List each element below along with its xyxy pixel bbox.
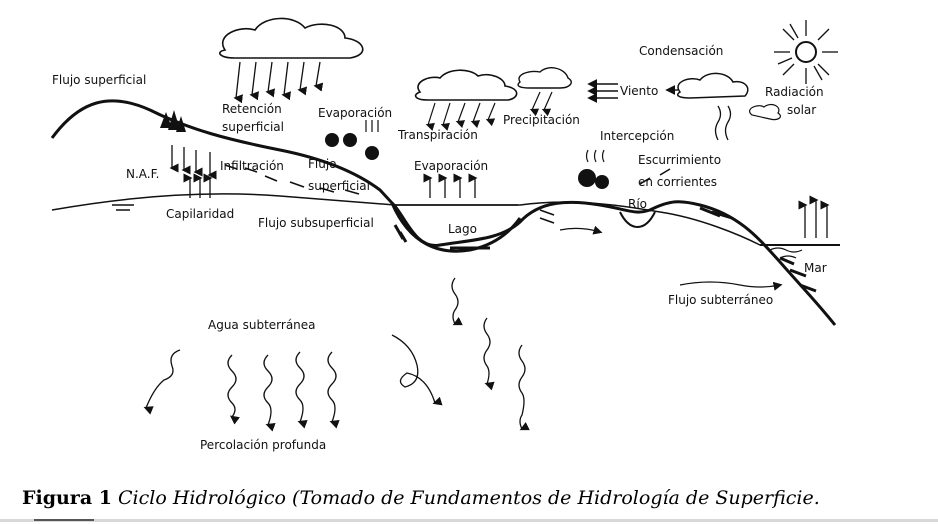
cloud-radiation bbox=[749, 103, 781, 121]
caption-prefix: Figura 1 bbox=[22, 487, 112, 509]
rain-arrow bbox=[425, 102, 436, 131]
rain-arrow bbox=[455, 102, 466, 129]
tree-icon bbox=[160, 110, 609, 189]
label-solar: solar bbox=[787, 103, 816, 117]
sun-icon bbox=[774, 20, 838, 84]
label-flujo-superficial-top: Flujo superficial bbox=[52, 73, 146, 87]
cloud-condensation bbox=[677, 72, 749, 99]
rain-arrow bbox=[313, 61, 324, 92]
label-flujo-subterraneo: Flujo subterráneo bbox=[668, 293, 773, 307]
label-capilaridad: Capilaridad bbox=[166, 207, 234, 221]
label-percolacion-profunda: Percolación profunda bbox=[200, 438, 326, 452]
rain-arrow bbox=[485, 102, 496, 127]
percolation-arrow bbox=[483, 317, 495, 391]
label-superficial-2: superficial bbox=[308, 179, 370, 193]
label-evaporacion-lake: Evaporación bbox=[414, 159, 488, 173]
percolation-arrow bbox=[518, 344, 530, 431]
page-mark bbox=[34, 519, 94, 521]
percolation-arrow bbox=[391, 334, 443, 406]
terrain-shading bbox=[112, 164, 817, 293]
subsurface-flow-arrow bbox=[559, 225, 603, 235]
label-viento: Viento bbox=[620, 84, 658, 98]
rain-arrow bbox=[440, 102, 451, 131]
lake-basin bbox=[390, 202, 522, 253]
label-superficial: superficial bbox=[222, 120, 284, 134]
percolation-arrow bbox=[327, 351, 340, 429]
caption-text: Ciclo Hidrológico (Tomado de Fundamentos… bbox=[118, 487, 820, 509]
cloud-top-left bbox=[219, 17, 364, 59]
cloud-small bbox=[517, 67, 572, 89]
label-escurrimiento: Escurrimiento bbox=[638, 153, 721, 167]
rain-arrow bbox=[541, 91, 553, 117]
rain-arrow bbox=[281, 61, 292, 101]
label-intercepcion: Intercepción bbox=[600, 129, 674, 143]
label-transpiracion: Transpiración bbox=[397, 128, 478, 142]
subterranean-flow-arrow bbox=[679, 281, 783, 291]
ground-surface-line bbox=[50, 99, 837, 326]
rain-arrow bbox=[529, 91, 541, 117]
percolation-arrow bbox=[295, 351, 308, 429]
rain-arrow bbox=[297, 61, 308, 96]
river-channel bbox=[619, 211, 656, 228]
rain-arrow bbox=[249, 61, 260, 101]
label-condensacion: Condensación bbox=[639, 44, 723, 58]
percolation-arrow bbox=[451, 277, 463, 326]
cloud-center bbox=[414, 69, 518, 101]
rain-arrow bbox=[470, 102, 481, 129]
figure-caption: Figura 1 Ciclo Hidrológico (Tomado de Fu… bbox=[22, 487, 820, 509]
label-flujo: Flujo bbox=[308, 157, 337, 171]
label-lago: Lago bbox=[448, 222, 477, 236]
label-agua-subterranea: Agua subterránea bbox=[208, 318, 316, 332]
transpiration-arrows bbox=[365, 120, 605, 163]
water-table-line bbox=[51, 193, 840, 246]
label-evaporacion-top: Evaporación bbox=[318, 106, 392, 120]
percolation-arrow bbox=[227, 354, 240, 425]
rising-vapor-arrow bbox=[714, 105, 722, 141]
label-naf: N.A.F. bbox=[126, 167, 159, 181]
label-mar: Mar bbox=[804, 261, 827, 275]
percolation-arrow bbox=[143, 349, 181, 415]
label-infiltracion: Infiltración bbox=[220, 159, 284, 173]
page-divider bbox=[0, 519, 938, 522]
rising-vapor-arrow bbox=[724, 105, 732, 141]
label-radiacion: Radiación bbox=[765, 85, 824, 99]
rain-arrow bbox=[233, 61, 243, 104]
label-precipitacion: Precipitación bbox=[503, 113, 580, 127]
label-flujo-subsuperficial: Flujo subsuperficial bbox=[258, 216, 374, 230]
percolation-arrow bbox=[263, 354, 276, 432]
rain-arrow bbox=[265, 61, 276, 98]
label-en-corrientes: en corrientes bbox=[638, 175, 717, 189]
label-rio: Río bbox=[628, 197, 647, 211]
label-retencion: Retención bbox=[222, 102, 282, 116]
